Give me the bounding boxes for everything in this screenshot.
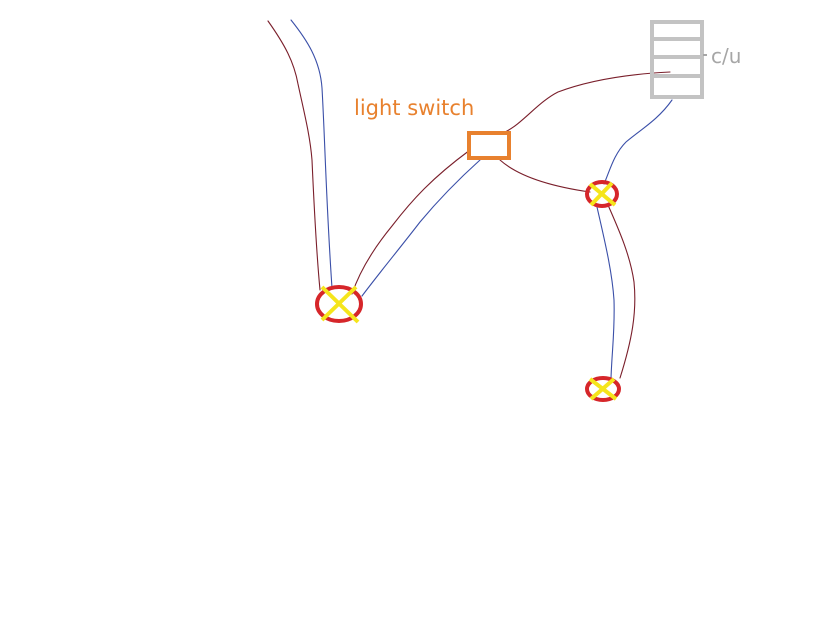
wire-live-main-to-switch [351,149,471,295]
wire-live-feed-main [267,20,321,291]
wire-neutral-feed-main [290,19,333,289]
consumer-unit-box [650,20,704,99]
wire-neutral-upper-to-lower-light [596,206,615,379]
consumer-unit-label: c/u [711,44,742,68]
light-switch-box [467,131,511,160]
wire-live-switch-to-cu [504,71,671,133]
wire-live-upper-to-lower-light [607,204,636,379]
light-fitting-main [315,285,363,324]
wire-live-switch-to-upper-light [499,159,591,193]
wire-neutral-cu-to-upper-light [603,99,673,185]
light-fitting-upper-right [585,180,619,208]
light-fitting-lower-right [585,376,621,402]
light-switch-label: light switch [354,96,475,120]
wire-neutral-main-to-switch [361,159,481,297]
